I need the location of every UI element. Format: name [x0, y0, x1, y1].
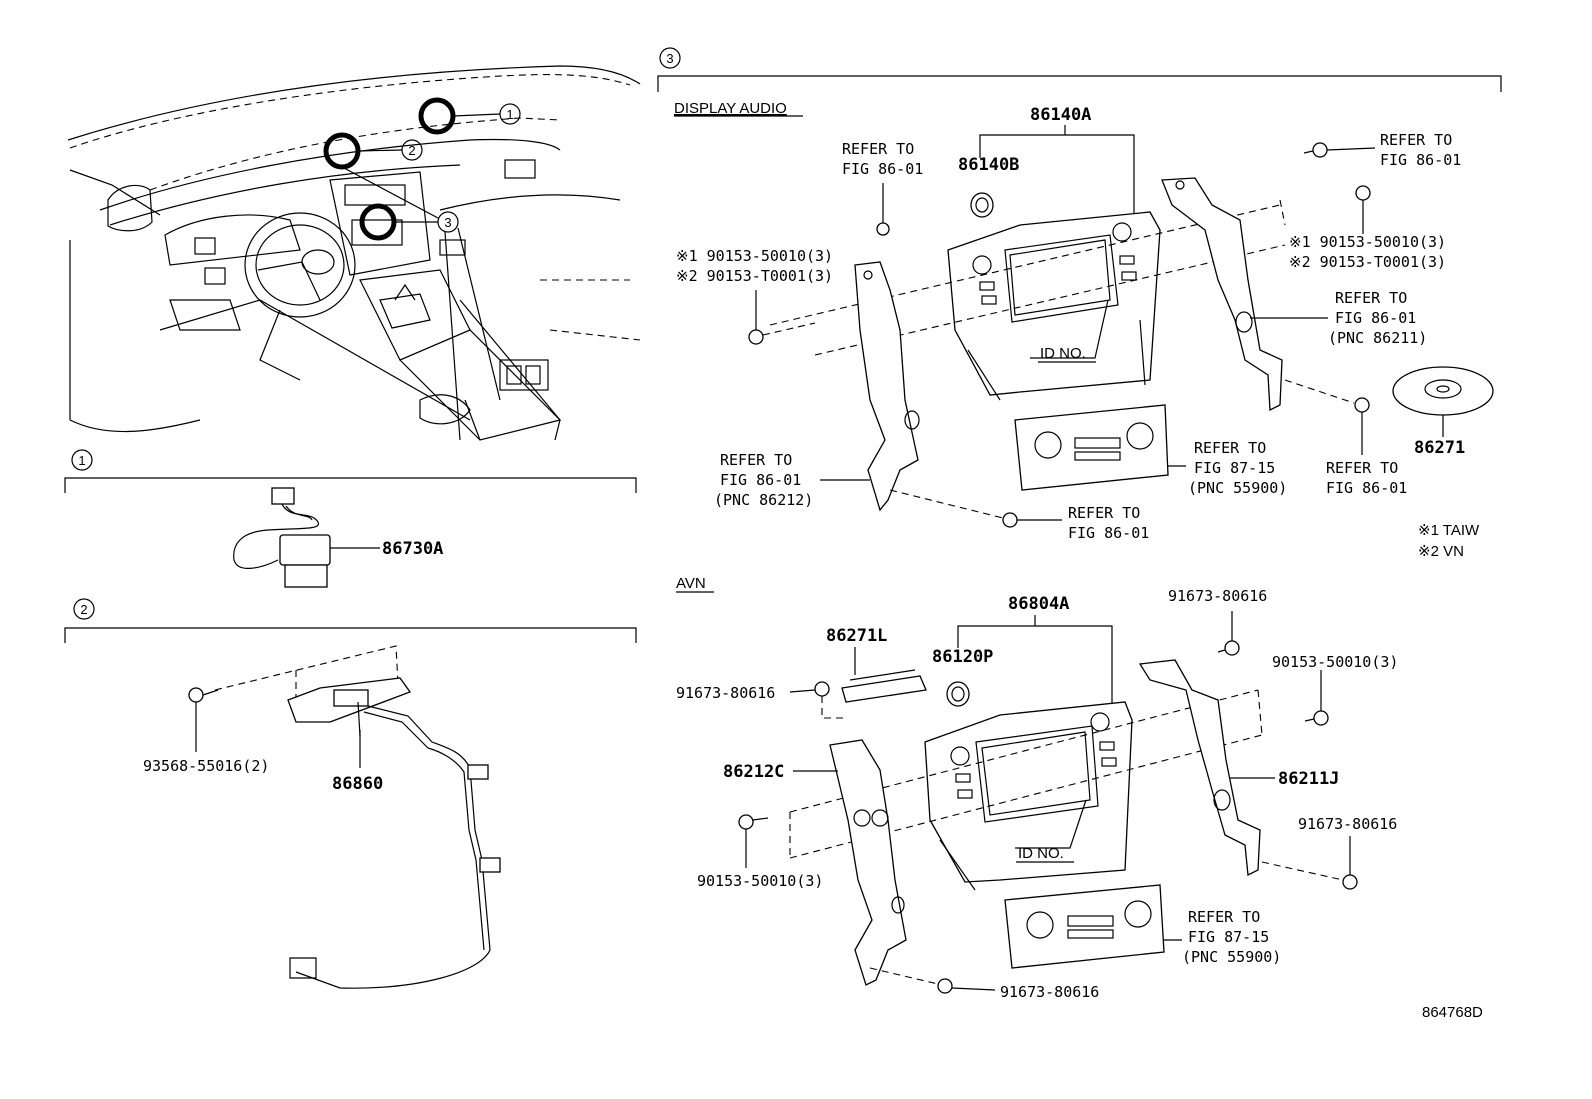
section-1-bracket-line — [64, 477, 637, 493]
part-86211j-label: 86211J — [1278, 769, 1339, 789]
knob-86140b — [970, 192, 994, 218]
part-86860-label: 86860 — [332, 774, 383, 794]
part-86140a-label: 86140A — [1030, 105, 1091, 125]
disc-86271 — [1392, 366, 1494, 437]
da-ref-screw-right-2: FIG 86-01 — [1326, 479, 1407, 497]
bolt-93568-55016 — [188, 687, 219, 752]
avn-bracket-86271l — [841, 669, 927, 703]
section-2-bracket-line — [64, 627, 637, 643]
svg-text:3: 3 — [666, 51, 673, 66]
avn-head-unit — [924, 701, 1133, 891]
display-audio-id-no: ID NO. — [1040, 345, 1086, 362]
da-bolt-left-2: ※2 90153-T0001(3) — [676, 267, 833, 285]
display-audio-right-bracket — [1161, 177, 1283, 412]
da-ref-bracket-left-2: FIG 86-01 — [720, 471, 801, 489]
display-audio-bolt-top-right — [1303, 142, 1376, 158]
avn-bolt-left — [738, 814, 769, 868]
avn-screw-top-right-label: 91673-80616 — [1168, 587, 1267, 605]
svg-text:3: 3 — [444, 215, 451, 230]
part-86271l-label: 86271L — [826, 626, 887, 646]
display-audio-left-bracket — [854, 261, 920, 512]
overview-callout-3: 3 — [437, 211, 459, 233]
avn-screw-top-right — [1217, 611, 1240, 656]
da-ref-top-right-1: REFER TO — [1380, 131, 1452, 149]
da-ref-bracket-right-2: FIG 86-01 — [1335, 309, 1416, 327]
display-audio-head-unit — [947, 211, 1161, 401]
antenna-cable-86860 — [214, 645, 501, 989]
avn-left-bracket-86212c — [829, 739, 907, 986]
avn-ref-climate-3: (PNC 55900) — [1182, 948, 1281, 966]
svg-text:1: 1 — [506, 107, 513, 122]
avn-screw-right — [1261, 836, 1358, 890]
section-3-marker: 3 — [659, 47, 681, 69]
section-3-bracket-line — [657, 75, 1502, 92]
part-86140a-bracket — [979, 134, 1135, 235]
avn-ref-climate-2: FIG 87-15 — [1188, 928, 1269, 946]
avn-ref-climate-1: REFER TO — [1188, 908, 1260, 926]
display-audio-bolt-lower-right — [1284, 379, 1370, 455]
avn-id-no: ID NO. — [1018, 845, 1064, 862]
da-ref-bracket-right-1: REFER TO — [1335, 289, 1407, 307]
avn-heading: AVN — [676, 575, 706, 592]
da-ref-screw-right-1: REFER TO — [1326, 459, 1398, 477]
display-audio-heading: DISPLAY AUDIO — [674, 100, 787, 117]
da-bolt-right-2: ※2 90153-T0001(3) — [1289, 253, 1446, 271]
da-ref-bracket-left-3: (PNC 86212) — [714, 491, 813, 509]
da-ref-top-left-2: FIG 86-01 — [842, 160, 923, 178]
da-bolt-left-1: ※1 90153-50010(3) — [676, 247, 833, 265]
svg-text:1: 1 — [78, 453, 85, 468]
avn-screw-bottom — [869, 967, 996, 994]
part-86140b-label: 86140B — [958, 155, 1019, 175]
da-ref-bracket-left-1: REFER TO — [720, 451, 792, 469]
avn-bolt-left-label: 90153-50010(3) — [697, 872, 823, 890]
section-1-marker: 1 — [71, 449, 93, 471]
avn-climate-panel — [1004, 884, 1165, 969]
bolt-93568-55016-label: 93568-55016(2) — [143, 757, 269, 775]
knob-86120p — [946, 681, 970, 707]
da-ref-bracket-right-3: (PNC 86211) — [1328, 329, 1427, 347]
avn-bolt-right — [1304, 670, 1329, 726]
overview-callout-2: 2 — [401, 139, 423, 161]
svg-text:2: 2 — [80, 602, 87, 617]
da-ref-screw-bottom-2: FIG 86-01 — [1068, 524, 1149, 542]
part-86730a-label: 86730A — [382, 539, 443, 559]
note-taiw: ※1 TAIW — [1418, 522, 1480, 539]
overview-callout-1: 1 — [499, 103, 521, 125]
avn-right-bracket-86211j — [1138, 659, 1261, 877]
disc-86271-label: 86271 — [1414, 438, 1465, 458]
avn-screw-right-label: 91673-80616 — [1298, 815, 1397, 833]
da-ref-climate-1: REFER TO — [1194, 439, 1266, 457]
avn-screw-top-left-label: 91673-80616 — [676, 684, 775, 702]
da-ref-climate-2: FIG 87-15 — [1194, 459, 1275, 477]
avn-screw-bottom-label: 91673-80616 — [1000, 983, 1099, 1001]
da-ref-screw-bottom-1: REFER TO — [1068, 504, 1140, 522]
da-ref-top-left-1: REFER TO — [842, 140, 914, 158]
part-86212c-label: 86212C — [723, 762, 784, 782]
part-86120p-label: 86120P — [932, 647, 993, 667]
display-audio-bolt-left — [748, 290, 816, 345]
da-ref-top-right-2: FIG 86-01 — [1380, 151, 1461, 169]
display-audio-climate-panel — [1014, 404, 1169, 491]
figure-code: 864768D — [1422, 1004, 1483, 1021]
avn-screw-top-left — [789, 681, 848, 719]
usb-module-86730a — [233, 487, 380, 588]
display-audio-bolt-right — [1355, 185, 1371, 234]
svg-text:2: 2 — [408, 143, 415, 158]
section-2-marker: 2 — [73, 598, 95, 620]
dashboard-overview-illustration — [67, 65, 641, 441]
part-86804a-label: 86804A — [1008, 594, 1069, 614]
avn-bolt-right-label: 90153-50010(3) — [1272, 653, 1398, 671]
display-audio-bolt-bottom — [889, 489, 1062, 528]
da-bolt-right-1: ※1 90153-50010(3) — [1289, 233, 1446, 251]
note-vn: ※2 VN — [1418, 543, 1464, 560]
display-audio-bolt-top-left — [876, 183, 890, 236]
da-ref-climate-3: (PNC 55900) — [1188, 479, 1287, 497]
